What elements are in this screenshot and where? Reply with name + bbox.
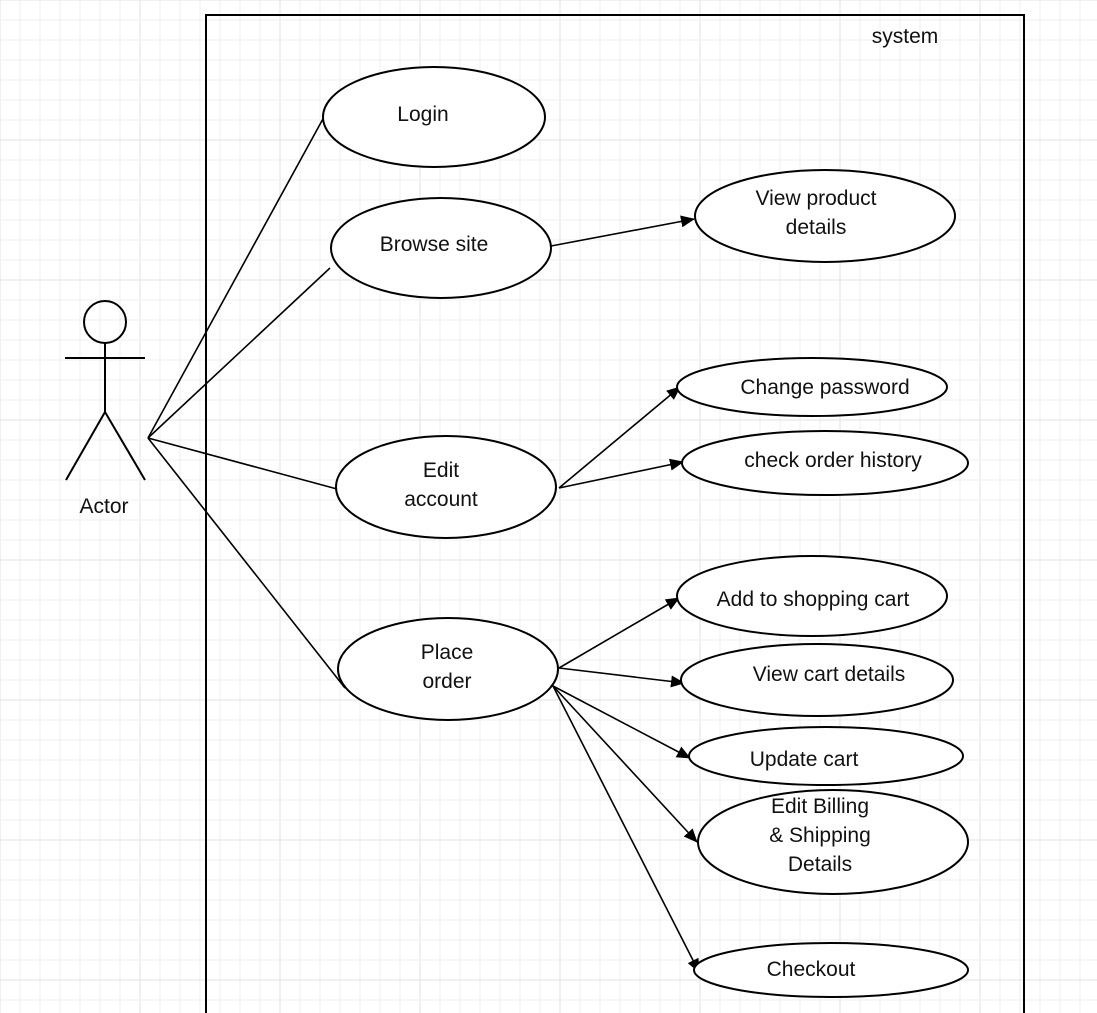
use-case-ellipse xyxy=(335,435,557,539)
use-case-update-cart[interactable]: Update cart xyxy=(688,726,964,786)
use-case-label: Change password xyxy=(740,376,909,399)
use-case-label: Checkout xyxy=(767,958,856,981)
use-case-ellipse xyxy=(676,555,948,637)
use-case-label: Edit Billing xyxy=(771,795,869,818)
use-case-ellipse xyxy=(694,169,956,263)
arrow-place-order-to-edit-billing-shipping xyxy=(552,685,698,843)
use-case-checkout[interactable]: Checkout xyxy=(693,942,969,998)
use-case-ellipse xyxy=(676,357,948,417)
use-case-label: Browse site xyxy=(380,233,489,256)
system-label: system xyxy=(872,25,939,48)
use-case-edit-account[interactable]: Edit account xyxy=(335,435,557,539)
use-case-label: check order history xyxy=(744,449,922,472)
connectors xyxy=(147,116,700,973)
arrow-place-order-to-checkout xyxy=(552,685,700,973)
arrow-place-order-to-add-to-cart xyxy=(558,597,680,669)
use-case-view-product-details[interactable]: View product details xyxy=(694,169,956,263)
actor-left-leg xyxy=(65,411,106,481)
use-case-add-to-cart[interactable]: Add to shopping cart xyxy=(676,555,948,637)
use-case-ellipse xyxy=(680,643,954,717)
use-case-ellipse xyxy=(693,942,969,998)
use-case-label: Details xyxy=(788,853,852,876)
use-case-place-order[interactable]: Place order xyxy=(337,617,559,721)
use-case-browse-site[interactable]: Browse site xyxy=(330,197,552,299)
actor-right-leg xyxy=(104,411,146,481)
use-case-ellipse xyxy=(697,789,969,895)
arrow-place-order-to-view-cart-details xyxy=(558,667,685,688)
use-case-change-password[interactable]: Change password xyxy=(676,357,948,417)
use-case-label: details xyxy=(786,216,847,239)
use-case-check-order-history[interactable]: check order history xyxy=(681,430,969,496)
use-case-label: Login xyxy=(397,103,448,126)
arrow-place-order-to-update-cart xyxy=(552,685,691,759)
use-case-label: account xyxy=(404,488,478,511)
use-case-label: View product xyxy=(755,187,876,210)
association-login xyxy=(147,116,325,439)
arrow-edit-account-to-change-password xyxy=(558,386,681,489)
association-place-order xyxy=(147,437,346,689)
use-case-label: Update cart xyxy=(750,748,859,771)
use-case-login[interactable]: Login xyxy=(322,66,546,168)
use-case-ellipse xyxy=(681,430,969,496)
use-case-ellipse xyxy=(688,726,964,786)
use-case-label: Edit xyxy=(423,459,459,482)
association-browse-site xyxy=(147,267,331,439)
association-edit-account xyxy=(147,437,338,490)
use-case-label: Place xyxy=(421,641,474,664)
use-case-label: & Shipping xyxy=(769,824,871,847)
arrow-edit-account-to-check-order-history xyxy=(558,458,684,489)
use-case-ellipse xyxy=(330,197,552,299)
use-case-label: View cart details xyxy=(753,663,906,686)
arrow-browse-site-to-view-product-details xyxy=(550,215,695,247)
system-boundary xyxy=(205,14,1025,1013)
actor[interactable]: Actor xyxy=(65,300,146,518)
use-case-ellipse xyxy=(322,66,546,168)
use-case-ellipse xyxy=(337,617,559,721)
actor-label: Actor xyxy=(79,495,128,518)
use-case-view-cart-details[interactable]: View cart details xyxy=(680,643,954,717)
use-case-label: Add to shopping cart xyxy=(717,588,910,611)
use-case-label: order xyxy=(422,670,471,693)
